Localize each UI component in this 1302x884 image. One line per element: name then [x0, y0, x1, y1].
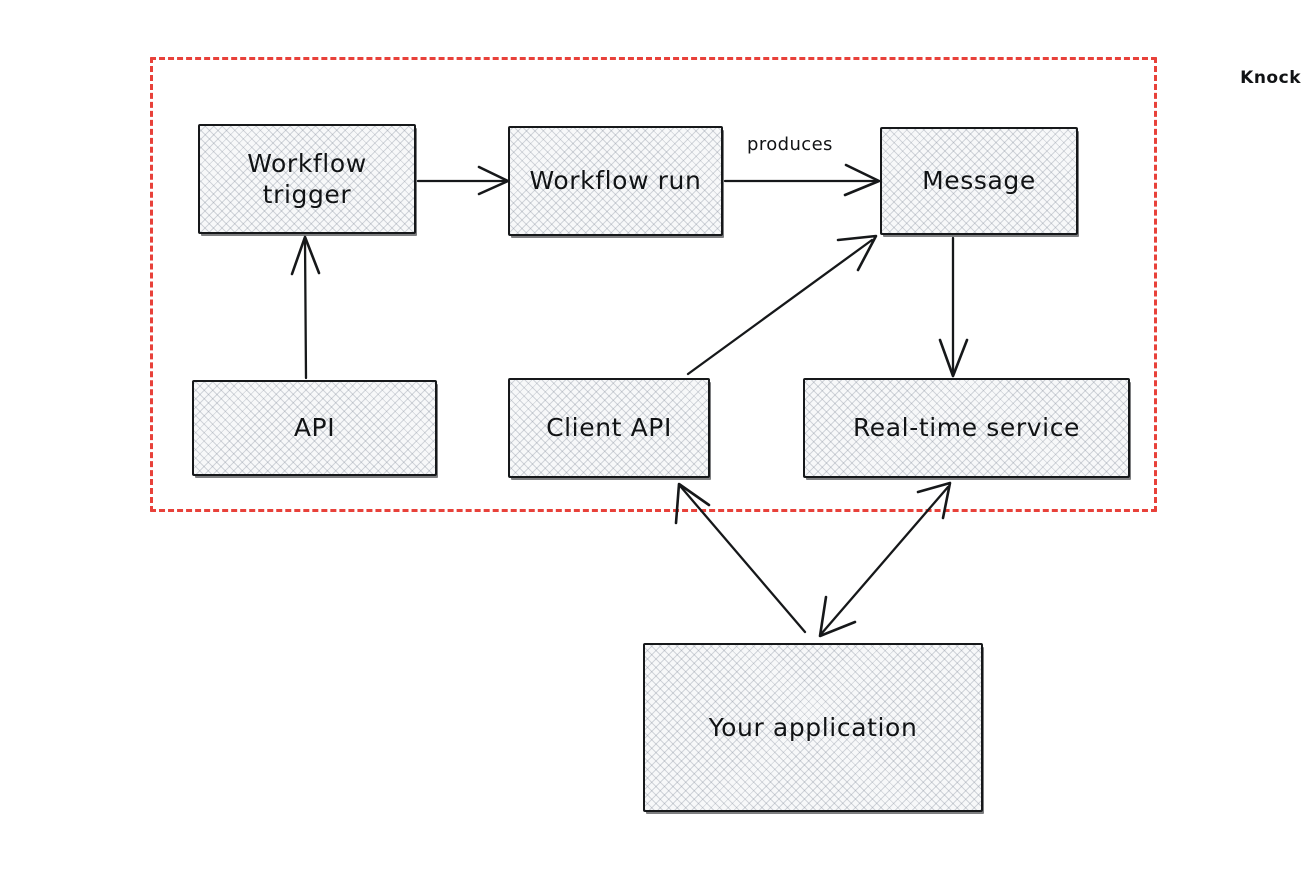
node-api-label: API	[293, 413, 336, 443]
edge-clientapi-to-message	[686, 234, 878, 376]
node-your-application[interactable]: Your application	[643, 643, 983, 812]
edge-run-to-message	[723, 163, 881, 197]
node-your-application-label: Your application	[708, 712, 918, 742]
edge-message-to-realtime	[938, 236, 969, 378]
edge-realtime-to-app	[818, 481, 952, 638]
node-workflow-run[interactable]: Workflow run	[508, 126, 723, 236]
node-realtime-service[interactable]: Real-time service	[803, 378, 1130, 478]
knock-boundary-label: Knock	[1240, 68, 1301, 88]
node-message-label: Message	[922, 166, 1036, 196]
edge-api-to-trigger	[290, 235, 321, 380]
edge-label-produces: produces	[747, 134, 833, 155]
node-message[interactable]: Message	[880, 127, 1078, 235]
node-workflow-run-label: Workflow run	[529, 166, 702, 196]
edge-app-to-clientapi	[674, 482, 807, 634]
node-realtime-service-label: Real-time service	[852, 413, 1081, 443]
edge-trigger-to-run	[416, 165, 510, 196]
node-api[interactable]: API	[192, 380, 437, 476]
node-client-api[interactable]: Client API	[508, 378, 710, 478]
node-client-api-label: Client API	[546, 413, 672, 443]
